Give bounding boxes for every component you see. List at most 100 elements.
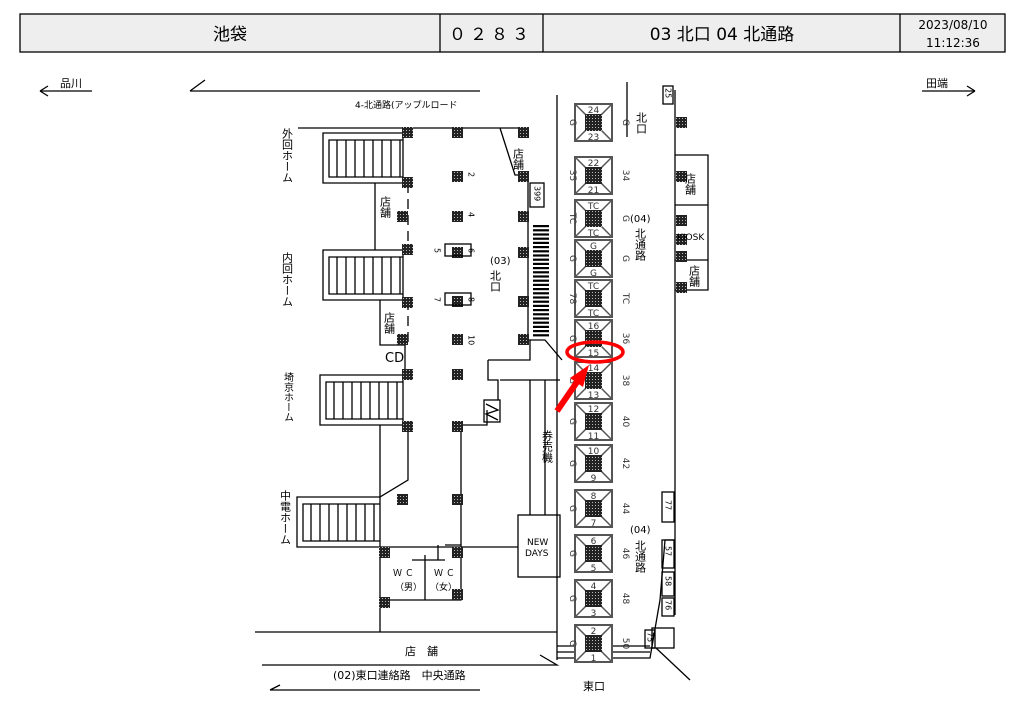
time: 11:12:36 <box>926 36 980 50</box>
gate-number-bottom: 15 <box>588 349 599 359</box>
gate-side-right: G <box>620 255 630 262</box>
number-25: 25 <box>664 88 673 98</box>
pillar-number: 4 <box>467 212 476 217</box>
gate-number-top: 24 <box>588 106 600 116</box>
shop-label: 店舗 <box>688 264 701 287</box>
pillar <box>452 547 463 558</box>
gate-row-bars <box>533 225 549 337</box>
gate-number-top: 2 <box>591 627 597 637</box>
pillars <box>379 117 687 608</box>
gate-number-bottom: 23 <box>588 133 599 143</box>
ticket-machines-label: 券売機 <box>541 429 554 464</box>
arrow-right-icon <box>922 85 976 97</box>
gate-side-left: G <box>567 119 577 126</box>
gate-number-top: 14 <box>588 364 600 374</box>
pillar <box>676 251 687 262</box>
gate-number-bottom: TC <box>587 229 599 239</box>
number-76: 76 <box>664 600 673 610</box>
number-58: 58 <box>664 576 673 586</box>
pillar <box>397 211 408 222</box>
gate-number-top: 8 <box>591 492 597 502</box>
pillar <box>518 334 529 345</box>
pillar <box>518 247 529 258</box>
direction-right-label: 田端 <box>926 77 948 90</box>
newdays-label: DAYS <box>525 549 549 559</box>
pillar <box>452 494 463 505</box>
wc-women-sub: （女） <box>430 581 457 593</box>
gate-side-left: G <box>567 505 577 512</box>
pillar <box>402 369 413 380</box>
east-exit-label: 東口 <box>583 680 605 693</box>
pillar <box>518 127 529 138</box>
gate-side-left: G <box>567 550 577 557</box>
pillar <box>452 171 463 182</box>
pillar <box>518 171 529 182</box>
gate-number-top: 6 <box>591 537 597 547</box>
gate-number-top: 12 <box>588 405 599 415</box>
pillar <box>676 282 687 293</box>
passage04-num: (04) <box>630 214 651 225</box>
gate-side-right: 48 <box>620 593 630 605</box>
pillar <box>676 215 687 226</box>
pillar <box>452 211 463 222</box>
number-77: 77 <box>664 500 673 510</box>
gate-number-bottom: 5 <box>591 564 597 574</box>
number-399: 399 <box>533 186 542 201</box>
exit03-num: (03) <box>490 256 511 267</box>
pillar <box>402 127 413 138</box>
ticket-gate[interactable]: 24 23 G G <box>567 103 630 143</box>
gate-number-bottom: 9 <box>591 474 597 484</box>
gate-side-left: G <box>567 377 577 384</box>
pillar-number: 2 <box>467 172 476 177</box>
highlight-circle <box>565 340 625 364</box>
gate-number-top: G <box>590 242 597 252</box>
east-passage-label: (02)東口連絡路 中央通路 <box>333 668 466 682</box>
gate-number-bottom: 1 <box>591 654 597 664</box>
gate-number-bottom: 21 <box>588 186 599 196</box>
pillar <box>518 211 529 222</box>
north-exit-label: 北口 <box>635 112 648 134</box>
gate-side-left: G <box>567 640 577 647</box>
gate-number-top: 16 <box>588 322 600 332</box>
gate-number-bottom: 3 <box>591 609 597 619</box>
pillar <box>402 244 413 255</box>
gate-side-right: 36 <box>620 333 630 345</box>
apple-road-arrow <box>189 79 480 92</box>
passage04-num-2: (04) <box>630 525 651 536</box>
gate-side-right: 42 <box>620 458 630 469</box>
gate-side-right: 34 <box>620 170 630 182</box>
pillar-number: 5 <box>433 248 442 253</box>
pillar <box>397 494 408 505</box>
exit-names: 03 北口 04 北通路 <box>650 25 794 45</box>
gate-side-left: 78 <box>567 293 577 305</box>
station-name: 池袋 <box>213 25 247 45</box>
pillar-numbers: 2 4 5 6 7 8 10 <box>433 172 476 345</box>
escalator-stairs <box>310 140 401 541</box>
gate-number-bottom: 13 <box>588 391 599 401</box>
shop-label: 店舗 <box>684 172 697 195</box>
pillar <box>397 334 408 345</box>
ticket-gate[interactable]: 6 5 G 46 <box>567 534 630 574</box>
gate-side-right: 46 <box>620 548 630 560</box>
exit03-label: 北口 <box>489 270 502 292</box>
pillar-number: 8 <box>467 297 476 302</box>
highlight-arrow-icon <box>554 365 589 413</box>
number-57: 57 <box>664 546 673 556</box>
kiosk-label: KIOSK <box>677 233 705 243</box>
passage04-label-2: 北通路 <box>634 540 647 574</box>
gate-side-right: G <box>620 119 630 126</box>
direction-left-label: 品川 <box>60 77 82 90</box>
cd-label: CD <box>385 351 404 366</box>
